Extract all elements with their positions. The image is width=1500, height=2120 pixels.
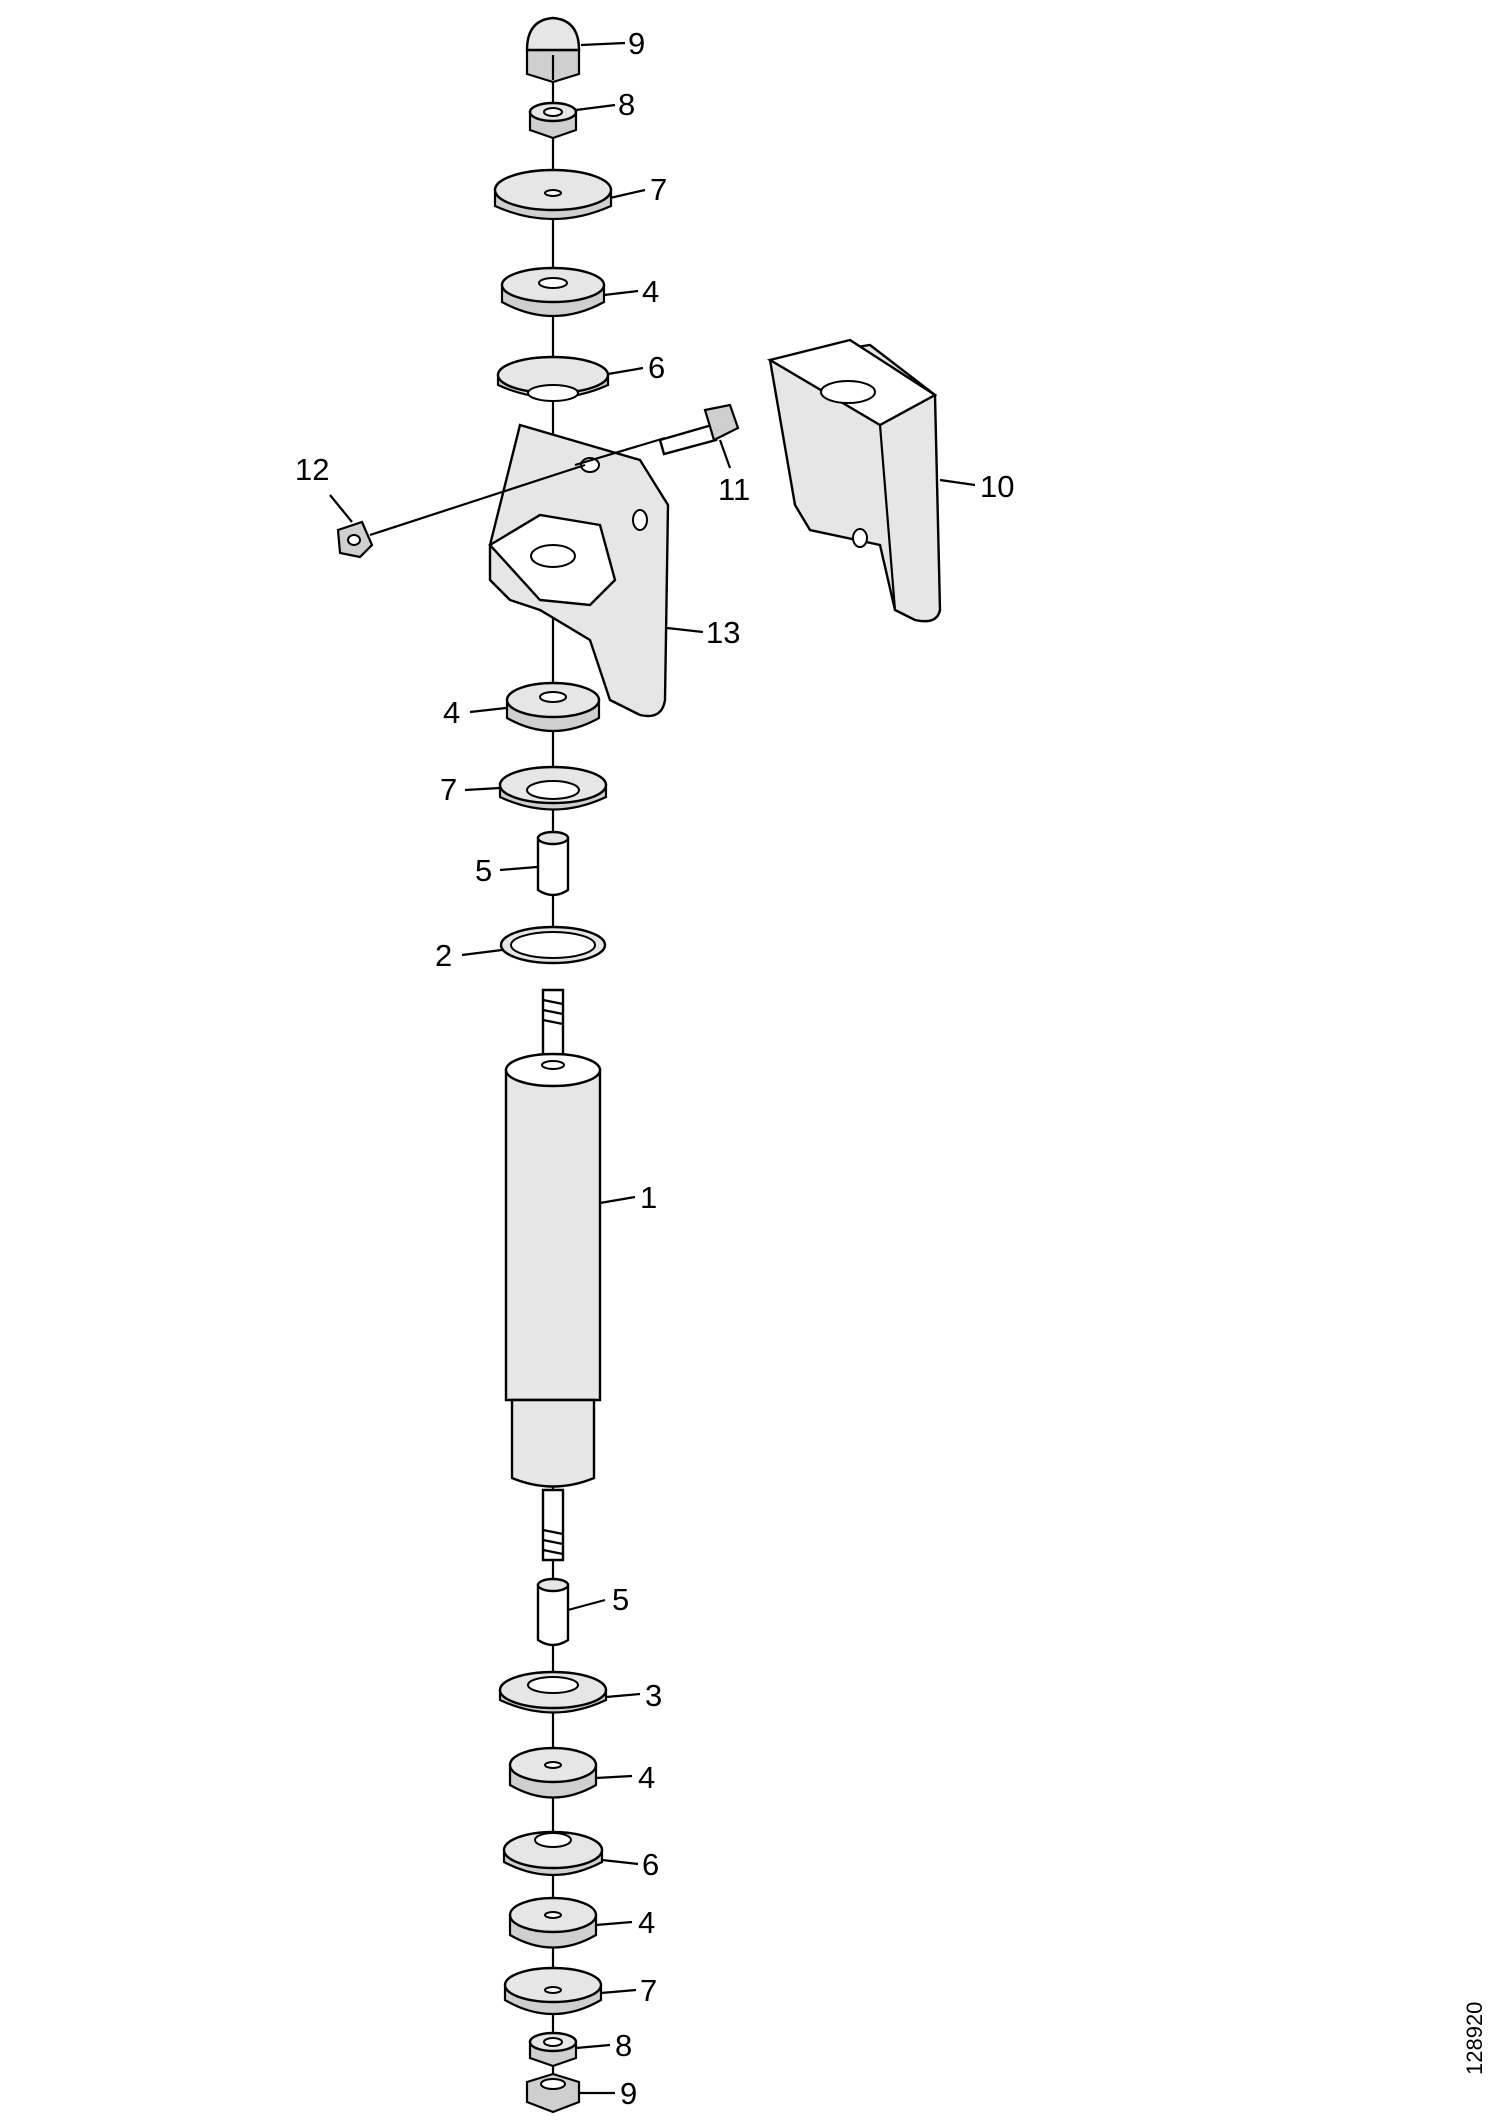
- callout-4-low-2: 4: [638, 1905, 655, 1940]
- callout-4-top: 4: [642, 274, 659, 309]
- cap-nut-bottom: [525, 2072, 581, 2114]
- callout-labels: 9 8 7 4 6 11 10 12 13 4 7 5 2 1 5 3 4 6 …: [295, 26, 1014, 2111]
- callout-11: 11: [718, 472, 750, 507]
- callout-12: 12: [295, 452, 329, 487]
- callout-3: 3: [645, 1678, 662, 1713]
- leader-8-top: [575, 103, 616, 112]
- leader-11: [718, 439, 732, 469]
- cup-bottom: [502, 1830, 604, 1876]
- leader-6-top: [607, 366, 644, 376]
- bolt: [574, 403, 740, 467]
- washer-bottom: [503, 1966, 603, 2015]
- hex-nut-top: [528, 101, 578, 140]
- leader-8-bottom: [575, 2043, 611, 2050]
- bushing-top: [500, 266, 606, 317]
- leader-4-low-2: [595, 1920, 633, 1927]
- callout-5-bottom: 5: [612, 1582, 629, 1617]
- leader-5-bottom: [567, 1598, 606, 1612]
- shock-absorber: [504, 988, 602, 1562]
- leader-12: [329, 494, 353, 523]
- bracket-right: [766, 338, 942, 623]
- callout-9-top: 9: [628, 26, 645, 61]
- leader-7-mid: [464, 786, 501, 792]
- leader-5-top: [499, 865, 538, 872]
- leader-3: [605, 1692, 641, 1699]
- flat-washer-bottom: [498, 1670, 608, 1714]
- leader-13: [666, 626, 704, 634]
- bushing-mid: [505, 681, 601, 732]
- bushing-low-1: [508, 1746, 598, 1799]
- callout-10: 10: [980, 469, 1014, 504]
- leader-1: [599, 1195, 636, 1205]
- leader-2: [461, 948, 503, 957]
- sleeve-bottom: [536, 1577, 570, 1647]
- callout-8-bottom: 8: [615, 2028, 632, 2063]
- callout-4-mid: 4: [443, 695, 460, 730]
- leader-9-top: [580, 41, 626, 47]
- callout-4-low-1: 4: [638, 1760, 655, 1795]
- ring: [499, 925, 607, 965]
- washer-top: [493, 168, 613, 221]
- hex-nut-bottom: [528, 2031, 578, 2068]
- cap-nut-top: [525, 16, 581, 84]
- callout-8-top: 8: [618, 87, 635, 122]
- callout-9-bottom: 9: [620, 2076, 637, 2111]
- callout-7-mid: 7: [440, 772, 457, 807]
- callout-7-top: 7: [650, 172, 667, 207]
- callout-2: 2: [435, 938, 452, 973]
- bushing-low-2: [508, 1896, 598, 1949]
- leader-7-bottom: [600, 1988, 637, 1995]
- callout-5-top: 5: [475, 853, 492, 888]
- callout-1: 1: [640, 1180, 657, 1215]
- leader-4-low-1: [595, 1774, 633, 1780]
- leader-10: [939, 478, 976, 487]
- leader-lines: [329, 41, 976, 2095]
- leader-4-mid: [469, 706, 507, 714]
- callout-13: 13: [706, 615, 740, 650]
- leader-6-bottom: [601, 1858, 639, 1866]
- bracket-main: [488, 423, 670, 718]
- callout-6-top: 6: [648, 350, 665, 385]
- leader-4-top: [603, 289, 639, 297]
- sleeve-top: [536, 830, 570, 897]
- figure-id-label: 128920: [1462, 2002, 1487, 2075]
- washer-mid: [498, 765, 608, 811]
- leader-7-top: [609, 188, 646, 200]
- callout-7-bottom: 7: [640, 1973, 657, 2008]
- callout-6-bottom: 6: [642, 1847, 659, 1882]
- locknut: [336, 463, 586, 559]
- cup-top: [496, 355, 610, 402]
